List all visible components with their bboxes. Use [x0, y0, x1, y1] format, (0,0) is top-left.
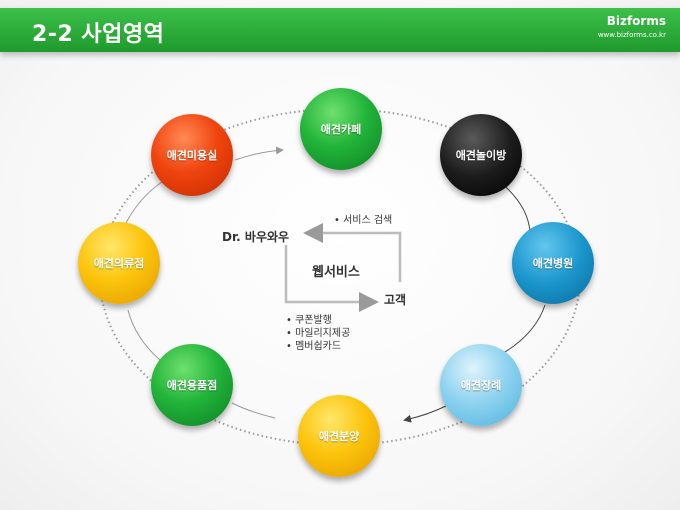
node-pet-funeral: 애견장례	[440, 344, 522, 426]
header-bar: 2-2 사업영역 Bizforms www.bizforms.co.kr	[0, 8, 680, 52]
brand-logo: Bizforms www.bizforms.co.kr	[598, 14, 666, 42]
arc-supplies-to-clothing	[127, 309, 161, 361]
node-pet-clothing: 애견의류점	[78, 222, 160, 304]
node-pet-cafe: 애견카페	[300, 88, 382, 170]
page-title: 2-2 사업영역	[32, 22, 165, 47]
benefit-list: • 쿠폰발행 • 마일리지제공 • 멤버쉽카드	[286, 314, 350, 353]
web-service-title: 웹서비스	[312, 265, 360, 280]
search-note: • 서비스 검색	[334, 215, 393, 226]
arc-beauty-to-cafe	[234, 146, 284, 161]
customer-label: 고객	[384, 293, 407, 307]
benefit-item: • 쿠폰발행	[286, 315, 332, 326]
arc-funeral-to-adoption	[403, 404, 449, 423]
arc-hospital-to-funeral	[499, 304, 546, 356]
node-pet-playroom: 애견놀이방	[440, 114, 522, 196]
node-pet-hospital: 애견병원	[512, 222, 594, 304]
node-pet-supplies: 애견용품점	[151, 344, 233, 426]
benefit-item: • 마일리지제공	[286, 328, 351, 339]
brand-name: Bizforms	[606, 14, 666, 28]
flow-customer-to-provider	[303, 223, 402, 282]
provider-label: Dr. 바우와우	[222, 230, 290, 244]
node-pet-adoption: 애견분양	[298, 395, 380, 477]
arc-play-to-hospital	[499, 181, 531, 233]
arc-adoption-to-supplies	[231, 402, 276, 419]
node-pet-beauty: 애견미용실	[151, 114, 233, 196]
flow-provider-to-customer	[284, 245, 379, 312]
benefit-item: • 멤버쉽카드	[286, 341, 342, 352]
arc-clothing-to-beauty	[124, 177, 169, 226]
brand-url: www.bizforms.co.kr	[597, 31, 666, 39]
